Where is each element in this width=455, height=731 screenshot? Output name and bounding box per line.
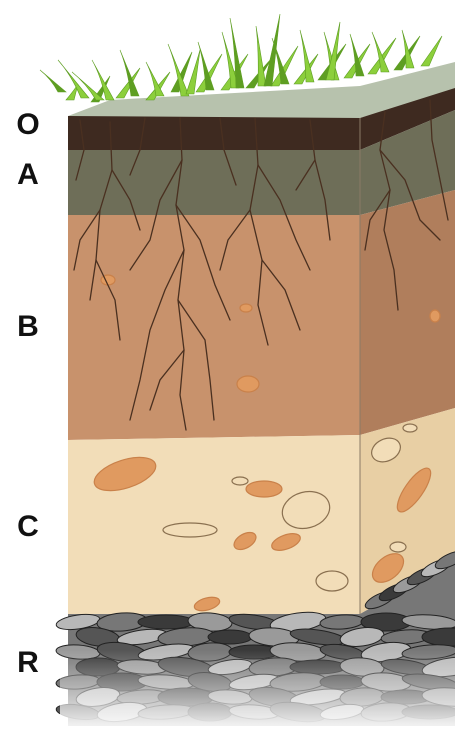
pebble: [101, 275, 115, 285]
pebble: [237, 376, 259, 392]
grass-blade: [264, 14, 280, 86]
pebble: [163, 523, 217, 537]
grass-blade: [40, 70, 66, 92]
horizon-label-r: R: [8, 648, 48, 678]
pebble: [240, 304, 252, 312]
horizon-label-b: B: [8, 312, 48, 342]
grass-blade: [186, 50, 200, 94]
o-horizon-layer: [68, 116, 360, 150]
horizon-label-a: A: [8, 160, 48, 190]
pebble: [430, 310, 440, 322]
pebble: [232, 477, 248, 485]
pebble: [316, 571, 348, 591]
bedrock-stone: [208, 630, 252, 644]
pebble: [403, 424, 417, 432]
grass-blade: [421, 36, 442, 66]
horizon-label-o: O: [8, 110, 48, 140]
grass-blade: [146, 62, 164, 96]
horizon-label-c: C: [8, 512, 48, 542]
grass-blade: [198, 42, 214, 90]
b-horizon-side: [360, 190, 455, 435]
bedrock-stone: [138, 615, 194, 629]
bedrock-fade: [60, 650, 455, 726]
b-horizon-layer: [68, 215, 360, 440]
pebble: [390, 542, 406, 552]
pebble: [246, 481, 282, 497]
